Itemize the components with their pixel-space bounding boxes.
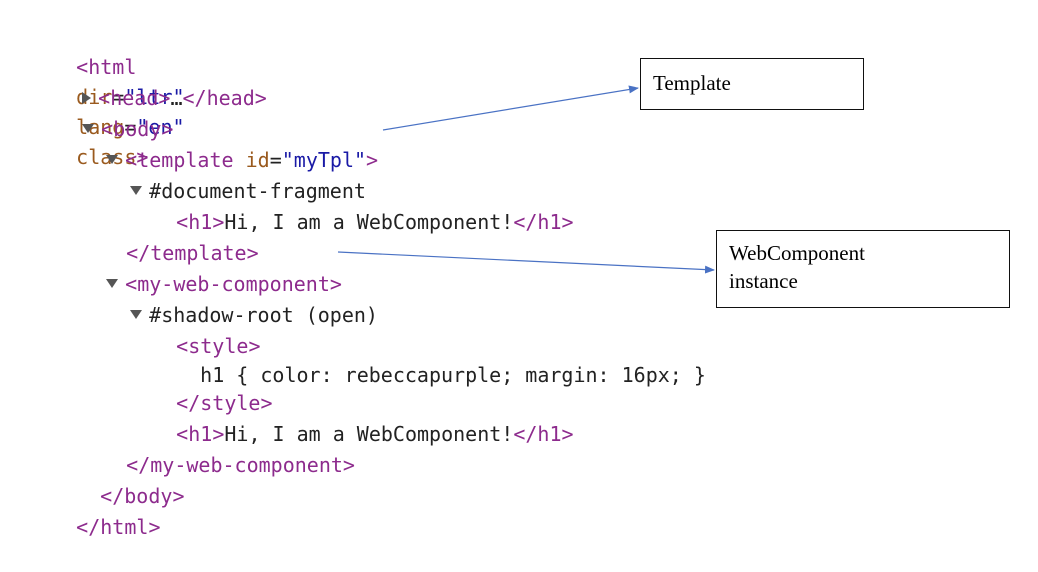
template-open-line[interactable]: <template id="myTpl"> xyxy=(58,115,378,172)
h1-tag-close: /h1 xyxy=(525,210,562,234)
template-h1-line[interactable]: <h1>Hi, I am a WebComponent!</h1> xyxy=(176,210,574,234)
webcomponent-callout-line1: WebComponent xyxy=(729,241,865,265)
shadow-root-line[interactable]: #shadow-root (open) xyxy=(82,270,378,327)
style-tag-open: style xyxy=(188,334,249,358)
head-line[interactable]: <head>…</head> xyxy=(34,53,267,110)
collapse-triangle-icon[interactable] xyxy=(82,124,95,133)
expand-triangle-icon[interactable] xyxy=(82,91,92,104)
style-close-line[interactable]: </style> xyxy=(176,391,273,415)
html-tag: html xyxy=(88,55,137,79)
collapse-triangle-icon[interactable] xyxy=(106,155,119,164)
template-tag-close: /template xyxy=(138,241,247,265)
shadow-h1-line[interactable]: <h1>Hi, I am a WebComponent!</h1> xyxy=(176,422,574,446)
body-tag-open: body xyxy=(113,117,162,141)
body-tag-close: /body xyxy=(112,484,173,508)
style-rule-line[interactable]: h1 { color: rebeccapurple; margin: 16px;… xyxy=(152,330,706,387)
body-open-line[interactable]: <body> xyxy=(34,84,173,141)
document-fragment-line[interactable]: #document-fragment xyxy=(82,146,366,203)
collapse-triangle-icon[interactable] xyxy=(106,279,119,288)
template-callout-label: Template xyxy=(653,71,731,95)
template-tag: template xyxy=(137,148,234,172)
webcomponent-callout-line2: instance xyxy=(729,269,798,293)
collapse-triangle-icon[interactable] xyxy=(130,186,143,195)
template-callout: Template xyxy=(640,58,864,110)
html-open-line[interactable]: <html dir="ltr" lang="en" class> xyxy=(76,55,185,169)
component-tag: my-web-component xyxy=(137,272,330,296)
h1-text: Hi, I am a WebComponent! xyxy=(224,210,514,234)
body-close-line[interactable]: </body> xyxy=(100,484,185,508)
html-close-line[interactable]: </html> xyxy=(76,515,161,539)
h1-tag-open: h1 xyxy=(188,422,213,446)
component-close-line[interactable]: </my-web-component> xyxy=(126,453,355,477)
lang-value: "en" xyxy=(136,115,185,139)
dir-value: "ltr" xyxy=(124,85,185,109)
head-tag-open: head xyxy=(110,86,159,110)
style-rule: h1 { color: rebeccapurple; margin: 16px;… xyxy=(200,363,706,387)
id-attr: id xyxy=(245,148,270,172)
webcomponent-callout: WebComponent instance xyxy=(716,230,1010,308)
style-open-line[interactable]: <style> xyxy=(176,334,261,358)
component-open-line[interactable]: <my-web-component> xyxy=(58,239,342,296)
dom-tree: <html dir="ltr" lang="en" class> <head>…… xyxy=(34,53,706,539)
h1-tag-open: h1 xyxy=(188,210,213,234)
collapse-triangle-icon[interactable] xyxy=(130,310,143,319)
head-ellipsis: … xyxy=(170,86,183,110)
template-close-line[interactable]: </template> xyxy=(126,241,259,265)
html-tag-close: /html xyxy=(88,515,149,539)
component-tag-close: /my-web-component xyxy=(138,453,343,477)
style-tag-close: /style xyxy=(188,391,261,415)
document-fragment: #document-fragment xyxy=(149,179,366,203)
h1-text: Hi, I am a WebComponent! xyxy=(224,422,514,446)
shadow-root: #shadow-root (open) xyxy=(149,303,378,327)
h1-tag-close: /h1 xyxy=(525,422,562,446)
head-tag-close: /head xyxy=(194,86,255,110)
id-value: "myTpl" xyxy=(281,148,367,172)
